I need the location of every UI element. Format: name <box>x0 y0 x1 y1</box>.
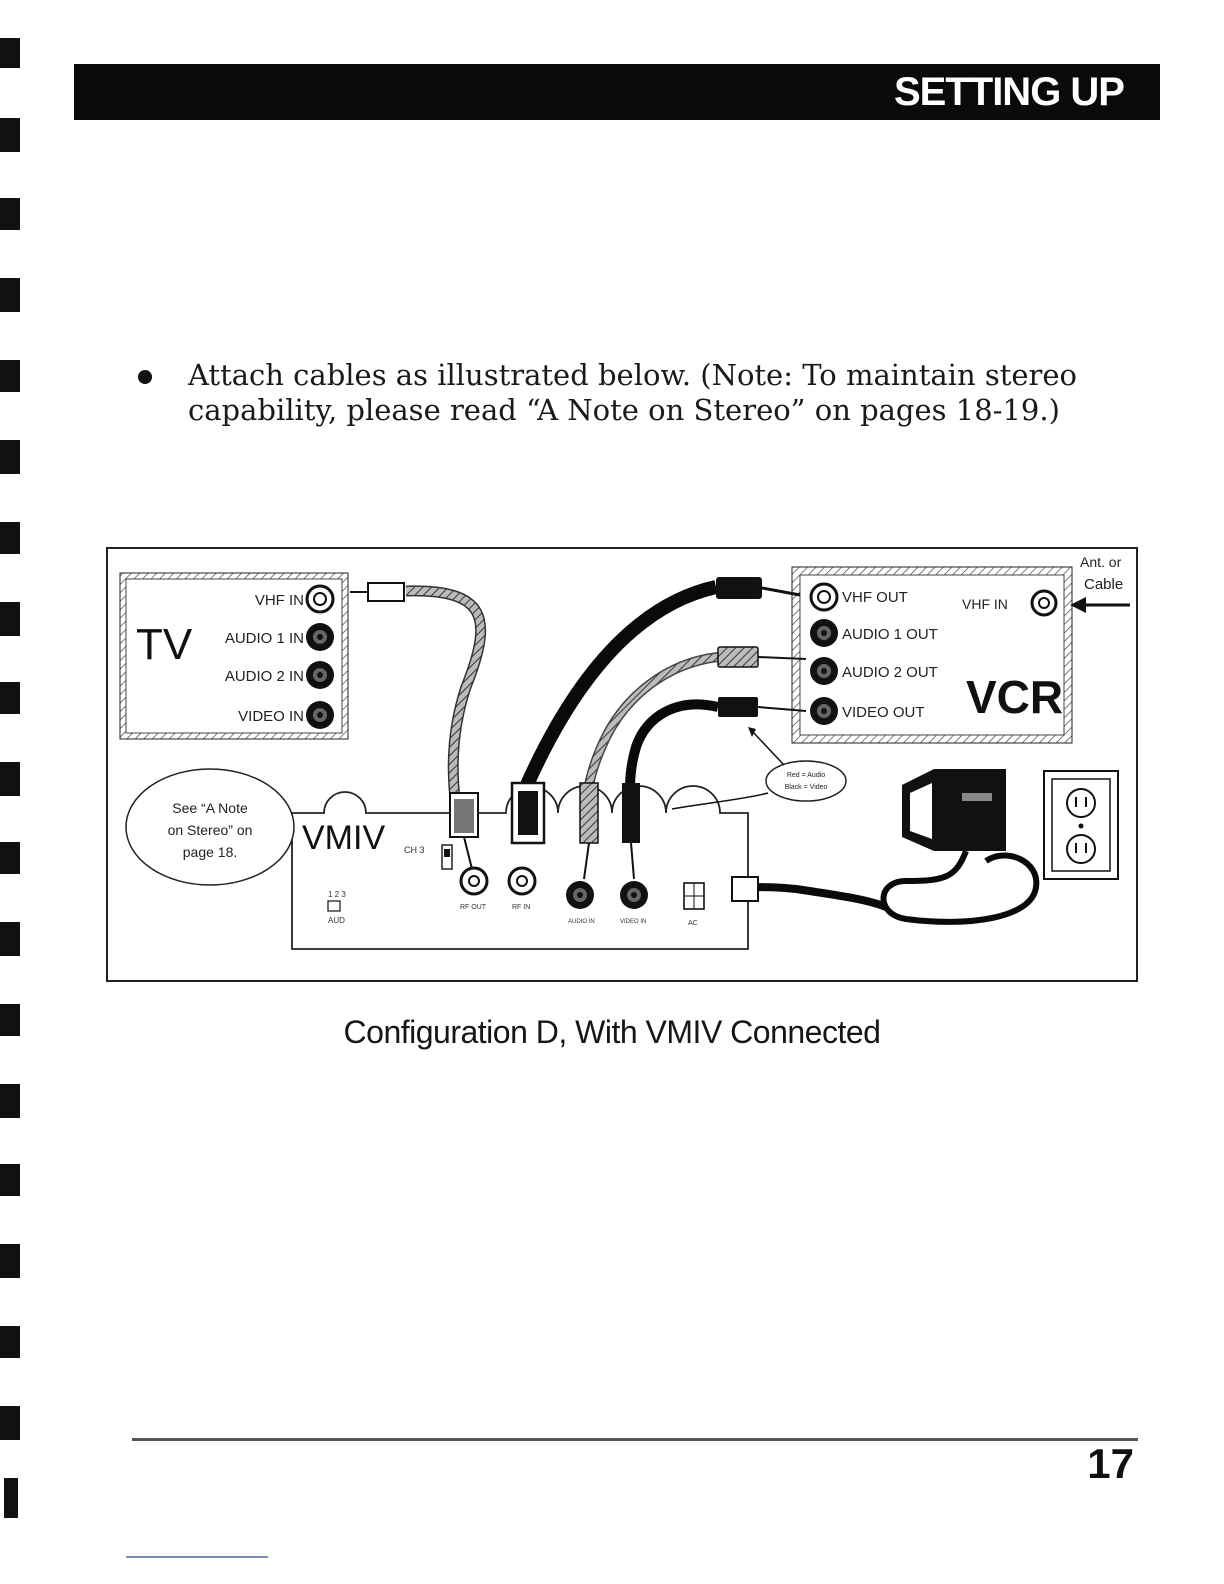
header-bar: SETTING UP <box>74 64 1160 120</box>
figure-caption: Configuration D, With VMIV Connected <box>343 1014 881 1050</box>
tv-jack-video-icon <box>306 701 334 729</box>
power-adapter <box>731 769 1040 925</box>
color-legend-line2: Black = Video <box>785 784 828 791</box>
antenna-arrow-icon <box>1070 597 1130 613</box>
vmiv-jack-rf-in-icon <box>507 866 537 896</box>
bullet-icon <box>138 370 152 384</box>
vcr-port-audio2-label: AUDIO 2 OUT <box>842 664 938 681</box>
vcr-port-vhf-in-label: VHF IN <box>962 596 1008 612</box>
rf-cable-vcr-to-vmiv <box>510 577 801 845</box>
vcr-jack-vhf-out-icon <box>809 582 839 612</box>
vcr-port-video-label: VIDEO OUT <box>842 704 925 721</box>
antenna-label-line2: Cable <box>1084 576 1123 593</box>
stereo-note-line3: page 18. <box>183 844 238 860</box>
page-section-title: SETTING UP <box>893 70 1125 114</box>
vmiv-aud-label: AUD <box>328 916 345 925</box>
instruction-text: Attach cables as illustrated below. (Not… <box>188 358 1078 427</box>
tv-panel: TV VHF IN AUDIO 1 IN AUDIO 2 IN VIDEO IN <box>119 572 349 740</box>
vmiv-jack-audio-in-icon <box>566 881 594 909</box>
vmiv-port-ac-label: AC <box>688 920 698 927</box>
vmiv-ac-socket-icon <box>683 882 705 910</box>
tv-jack-audio2-icon <box>306 661 334 689</box>
vcr-jack-audio2-icon <box>810 657 838 685</box>
vmiv-port-rf-out-label: RF OUT <box>460 904 487 911</box>
stereo-note-bubble: See “A Note on Stereo” on page 18. <box>125 768 295 886</box>
footer-rule <box>132 1438 1138 1441</box>
connection-diagram: TV VHF IN AUDIO 1 IN AUDIO 2 IN VIDEO IN… <box>106 547 1138 982</box>
tv-port-vhf-in-label: VHF IN <box>255 592 304 609</box>
tv-port-video-label: VIDEO IN <box>238 708 304 725</box>
vcr-panel: VCR VHF OUT AUDIO 1 OUT AUDIO 2 OUT VIDE… <box>791 566 1073 744</box>
wall-outlet-icon <box>1043 770 1119 880</box>
color-legend-bubble: Red = Audio Black = Video <box>671 727 847 810</box>
stereo-note-line1: See “A Note <box>172 800 248 816</box>
spiral-binding <box>0 38 20 1518</box>
vmiv-aud-switch[interactable] <box>327 900 341 912</box>
color-legend-line1: Red = Audio <box>787 772 825 779</box>
bottom-mark <box>126 1556 268 1558</box>
vcr-title: VCR <box>966 671 1063 723</box>
vmiv-port-audio-in-label: AUDIO IN <box>568 919 595 925</box>
vcr-jack-video-icon <box>810 697 838 725</box>
rf-cable-tv-to-vmiv <box>350 582 487 870</box>
tv-jack-vhf-icon <box>305 584 335 614</box>
vmiv-ch-label: CH 3 <box>404 845 425 855</box>
antenna-label-line1: Ant. or <box>1080 554 1122 570</box>
page-number: 17 <box>1087 1440 1134 1487</box>
tv-port-audio2-label: AUDIO 2 IN <box>225 668 304 685</box>
vcr-port-vhf-out-label: VHF OUT <box>842 589 908 606</box>
stereo-note-line2: on Stereo” on <box>168 822 253 838</box>
vmiv-jack-rf-out-icon <box>459 866 489 896</box>
tv-title: TV <box>136 620 193 669</box>
audio-video-cables <box>579 646 807 880</box>
tv-jack-audio1-icon <box>306 623 334 651</box>
vcr-jack-audio1-icon <box>810 619 838 647</box>
vcr-jack-vhf-in-icon <box>1030 589 1058 617</box>
tv-port-audio1-label: AUDIO 1 IN <box>225 630 304 647</box>
vmiv-title: VMIV <box>302 819 385 857</box>
vmiv-switch-numbers: 1 2 3 <box>328 890 346 899</box>
vmiv-port-rf-in-label: RF IN <box>512 904 530 911</box>
vmiv-port-video-in-label: VIDEO IN <box>620 919 646 925</box>
vcr-port-audio1-label: AUDIO 1 OUT <box>842 626 938 643</box>
vmiv-jack-video-in-icon <box>620 881 648 909</box>
